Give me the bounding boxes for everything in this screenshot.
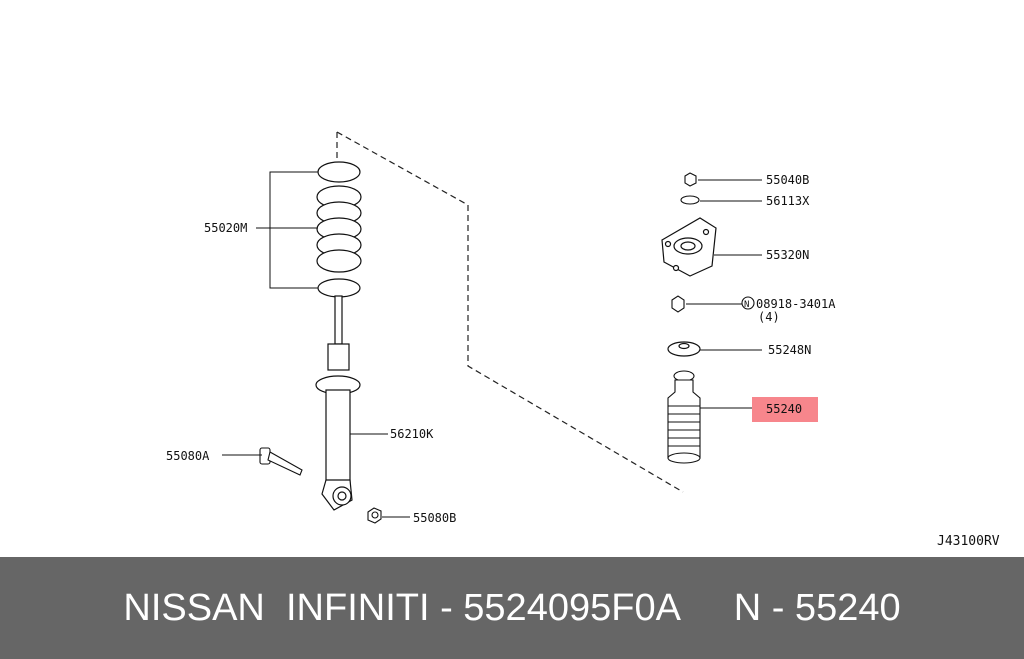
mount-55320n <box>661 217 717 277</box>
nut-55040b <box>684 172 697 187</box>
nut-55080b <box>367 507 382 524</box>
dashed-outline <box>336 131 684 493</box>
parts-diagram: 55020M 56210K 55080A 55080B 55040B 56113… <box>166 131 1000 549</box>
label-washer: 56113X <box>766 194 810 208</box>
footer-gap <box>681 587 734 630</box>
shock-absorber <box>315 295 361 511</box>
label-shock: 56210K <box>390 427 434 441</box>
label-nut-top: 55040B <box>766 173 809 187</box>
highlight-box <box>752 397 818 422</box>
label-bump-seat: 55248N <box>768 343 811 357</box>
footer-ref: N - 55240 <box>733 586 901 629</box>
label-bump-stop: 55240 <box>766 402 802 416</box>
label-flange-symbol: N <box>744 300 749 310</box>
leader-lines <box>222 171 762 518</box>
bump-seat-55248n <box>667 341 701 357</box>
label-mount: 55320N <box>766 248 809 262</box>
drawing-code: J43100RV <box>937 534 1000 549</box>
label-flange-qty: (4) <box>758 310 780 324</box>
footer-brand: NISSAN INFINITI - 5524095F0A <box>123 586 681 629</box>
label-spring: 55020M <box>204 221 247 235</box>
label-flange-nut: 08918-3401A <box>756 297 836 311</box>
label-bolt: 55080A <box>166 449 210 463</box>
washer-56113x <box>680 195 700 205</box>
coil-spring <box>316 161 362 298</box>
bolt-55080a <box>259 447 303 476</box>
part-footer: NISSAN INFINITI - 5524095F0A N - 55240 <box>0 557 1024 659</box>
label-nut-lower: 55080B <box>413 511 456 525</box>
flange-nut-08918 <box>671 295 755 313</box>
bump-stop-55240 <box>667 370 701 464</box>
